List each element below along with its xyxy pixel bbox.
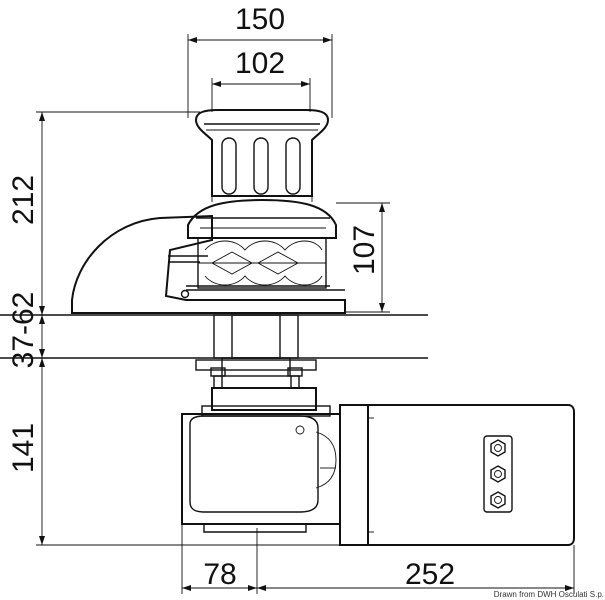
dimension-150 xyxy=(187,34,333,118)
gearbox xyxy=(181,387,341,533)
drawing-credit: Drawn from DWH Osculati S.p. xyxy=(494,590,604,599)
motor xyxy=(339,404,575,546)
gypsy-wheel xyxy=(197,237,327,289)
dimension-141 xyxy=(36,358,340,546)
dimension-252 xyxy=(257,545,575,594)
dimension-107 xyxy=(336,202,390,313)
dimension-78 xyxy=(181,524,258,594)
dimension-78-label: 78 xyxy=(203,558,236,591)
dimension-102-label: 102 xyxy=(235,47,285,80)
dimension-37-62 xyxy=(39,315,45,358)
stud-bolts xyxy=(210,367,303,389)
dimension-252-label: 252 xyxy=(405,558,455,591)
dimension-150-label: 150 xyxy=(235,3,285,36)
base-flange xyxy=(187,198,337,239)
dimension-212-label: 212 xyxy=(7,175,40,225)
dimension-102 xyxy=(211,78,311,112)
dimension-141-label: 141 xyxy=(7,423,40,473)
dimension-212 xyxy=(36,111,200,315)
dimension-107-label: 107 xyxy=(348,225,381,275)
capstan-drum xyxy=(194,109,330,202)
upper-housing xyxy=(71,214,346,314)
shaft-column xyxy=(195,314,317,377)
dimension-37-62-label: 37-62 xyxy=(7,292,40,369)
